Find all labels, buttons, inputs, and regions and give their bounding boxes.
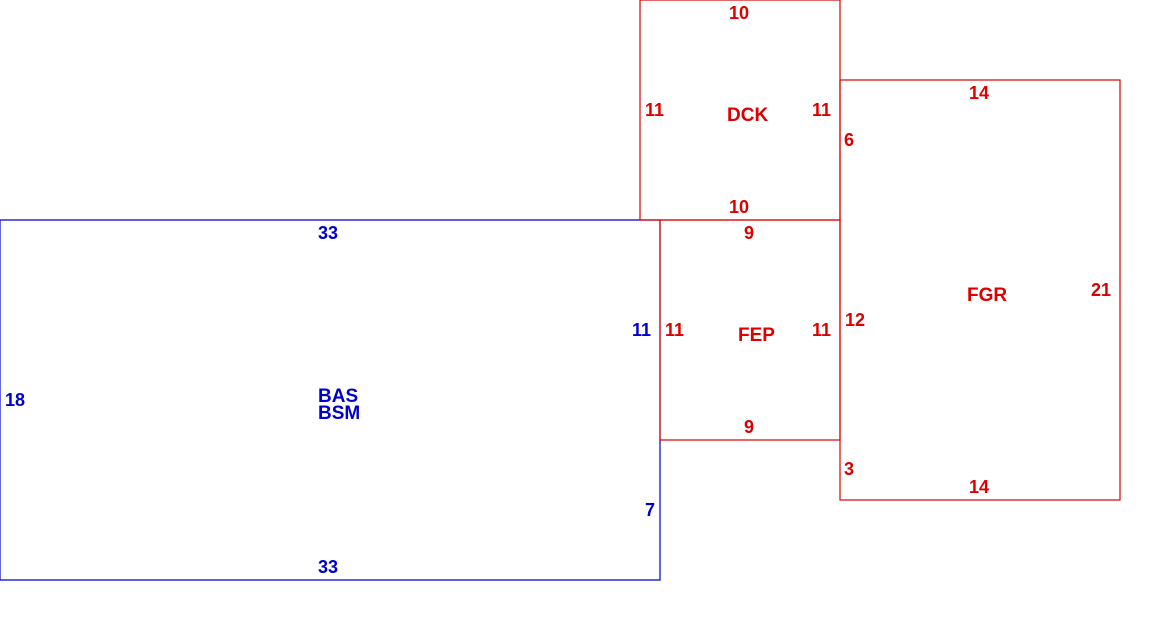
dck-left-dimension: 11 [645, 100, 664, 120]
fgr-outline [839, 79, 1121, 501]
fgr-left-middle-dimension: 12 [845, 310, 865, 330]
fep-top-dimension: 9 [744, 223, 754, 243]
dck-bottom-dimension: 10 [729, 197, 749, 217]
fep-bottom-dimension: 9 [744, 417, 754, 437]
fgr-left-top-dimension: 6 [844, 130, 854, 150]
bas-right-upper-dimension: 11 [632, 320, 651, 340]
bas-left-dimension: 18 [5, 390, 25, 410]
bas-top-dimension: 33 [318, 223, 338, 243]
fgr-bottom-dimension: 14 [969, 477, 989, 497]
dck-right-dimension: 11 [812, 100, 831, 120]
fep-code-label: FEP [738, 325, 775, 346]
dck-code-label: DCK [727, 105, 768, 126]
bas-right-lower-dimension: 7 [645, 500, 655, 520]
bas-bottom-dimension: 33 [318, 557, 338, 577]
bsm-code-label: BSM [318, 403, 360, 424]
fep-right-dimension: 11 [812, 320, 831, 340]
bas-code-label: BAS [318, 386, 358, 407]
bas-outline [0, 219, 661, 581]
fep-left-dimension: 11 [665, 320, 684, 340]
fgr-right-dimension: 21 [1091, 280, 1111, 300]
fgr-code-label: FGR [967, 285, 1007, 306]
fgr-left-bottom-dimension: 3 [844, 459, 854, 479]
dck-top-dimension: 10 [729, 3, 749, 23]
fgr-top-dimension: 14 [969, 83, 989, 103]
